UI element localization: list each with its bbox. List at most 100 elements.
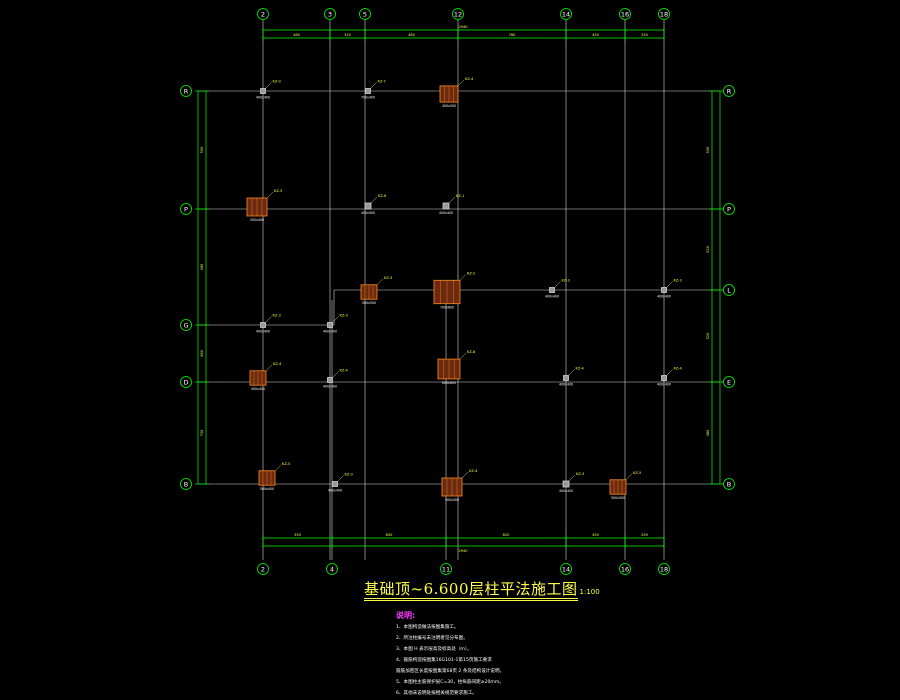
axis-label-top: 14 — [562, 11, 570, 19]
axis-bubble-left — [180, 203, 192, 215]
column-leader — [459, 274, 467, 281]
column-size: 400x400 — [251, 387, 265, 391]
axis-bubble-bottom — [326, 563, 338, 575]
note-line: 6、其他未说明处按相关规范要求施工。 — [396, 691, 478, 696]
dim-text-top: 320 — [344, 33, 351, 37]
axis-bubble-bottom — [440, 563, 452, 575]
drawing-title: 基础顶~6.600层柱平法施工图 — [364, 580, 578, 598]
column-size: 400x500 — [361, 211, 375, 215]
axis-label-right: P — [727, 206, 731, 214]
dim-text-left: 750 — [200, 430, 204, 437]
column-section — [563, 375, 569, 381]
column-leader — [265, 82, 272, 89]
axis-label-top: 12 — [454, 11, 462, 19]
column-section — [549, 287, 555, 293]
axis-bubble-right — [723, 85, 735, 97]
column-size: 400x400 — [256, 96, 270, 100]
axis-bubble-left — [180, 376, 192, 388]
axis-bubble-top — [560, 8, 572, 20]
column-leader — [332, 371, 339, 378]
note-line: 4、箍筋构造按图集16G101-1第15页施工要求 — [396, 658, 492, 663]
dim-text-top: 760 — [509, 33, 516, 37]
column-section — [327, 322, 333, 328]
column-section — [332, 481, 338, 487]
column-size: 400x400 — [323, 385, 337, 389]
dim-text-right: 520 — [706, 333, 710, 340]
dim-text-bottom: 250 — [641, 533, 648, 537]
axis-bubble-right — [723, 284, 735, 296]
axis-label-bottom: 14 — [562, 566, 570, 574]
axis-label-left: D — [183, 379, 188, 387]
axis-bubble-top — [658, 8, 670, 20]
column-tag: KZ-5 — [633, 471, 641, 475]
drawing-scale: 1:100 — [579, 588, 600, 596]
axis-label-top: 2 — [261, 11, 265, 19]
column-tag: KZ-8 — [467, 350, 476, 354]
column-size: 400x400 — [559, 489, 573, 493]
column-tag: KZ-4 — [465, 77, 474, 81]
axis-bubble-left — [180, 85, 192, 97]
axis-bubble-top — [324, 8, 336, 20]
column-leader — [666, 369, 673, 376]
dim-text-top: 450 — [592, 33, 599, 37]
column-tag: KZ-6 — [378, 194, 387, 198]
axis-label-right: R — [727, 88, 732, 96]
dim-text-right: 480 — [706, 430, 710, 437]
column-section — [260, 322, 266, 328]
column-size: 400x400 — [328, 489, 342, 493]
dim-text-right: 550 — [706, 147, 710, 154]
axis-bubble-right — [723, 478, 735, 490]
column-size: 600x600 — [442, 381, 456, 385]
column-tag: KZ-3 — [576, 472, 584, 476]
column-leader — [448, 196, 456, 204]
column-tag: KZ-3 — [384, 276, 392, 280]
dim-text-top-total: 2940 — [459, 25, 468, 29]
column-size: 400x400 — [559, 383, 573, 387]
dim-text-right: 520 — [706, 246, 710, 253]
column-size: 400x400 — [545, 295, 559, 299]
column-section — [260, 88, 266, 94]
column-tag: KZ-4 — [469, 469, 478, 473]
axis-bubble-top — [452, 8, 464, 20]
dim-text-left: 550 — [200, 147, 204, 154]
axis-label-top: 3 — [328, 11, 332, 19]
column-section — [364, 202, 372, 210]
column-leader — [457, 79, 465, 87]
note-line: 1、本图构造做法按图集施工。 — [396, 625, 459, 630]
column-size: 400x400 — [323, 330, 337, 334]
column-leader — [666, 281, 673, 288]
column-section — [661, 287, 667, 293]
axis-label-bottom: 16 — [621, 566, 629, 574]
note-line: 3、本图 H 表示层高及标高处（m）。 — [396, 647, 472, 652]
dim-text-top: 250 — [641, 33, 648, 37]
column-size: 500x500 — [611, 496, 625, 500]
column-tag: KZ-4 — [674, 367, 683, 371]
column-leader — [554, 281, 561, 288]
axis-label-right: E — [727, 379, 731, 387]
column-section — [661, 375, 667, 381]
dim-text-bottom: 650 — [386, 533, 393, 537]
axis-label-left: R — [184, 88, 189, 96]
note-line: 箍筋加密区长度按图集第68页 2 条及结构设计说明。 — [396, 669, 505, 674]
dim-text-top: 460 — [408, 33, 415, 37]
axis-bubble-top — [619, 8, 631, 20]
column-section — [365, 88, 371, 94]
axis-label-left: P — [184, 206, 188, 214]
column-size: 400x400 — [657, 383, 671, 387]
column-tag: KZ-5 — [274, 189, 282, 193]
column-section — [442, 202, 450, 210]
axis-label-right: L — [727, 287, 731, 295]
column-leader — [332, 316, 339, 323]
column-size: 500x400 — [250, 218, 264, 222]
note-line: 2、所注柱编号未注明者见分布图。 — [396, 636, 468, 641]
column-leader — [568, 474, 576, 482]
column-tag: KZ-9 — [273, 80, 282, 84]
notes-block: 说明: 1、本图构造做法按图集施工。 2、所注柱编号未注明者见分布图。 3、本图… — [396, 610, 696, 699]
axis-bubble-bottom — [658, 563, 670, 575]
axis-label-bottom: 11 — [442, 566, 450, 574]
axis-bubble-left — [180, 478, 192, 490]
column-size: 700x400 — [361, 96, 375, 100]
column-tag: KZ-5 — [282, 462, 290, 466]
column-leader — [568, 369, 575, 376]
